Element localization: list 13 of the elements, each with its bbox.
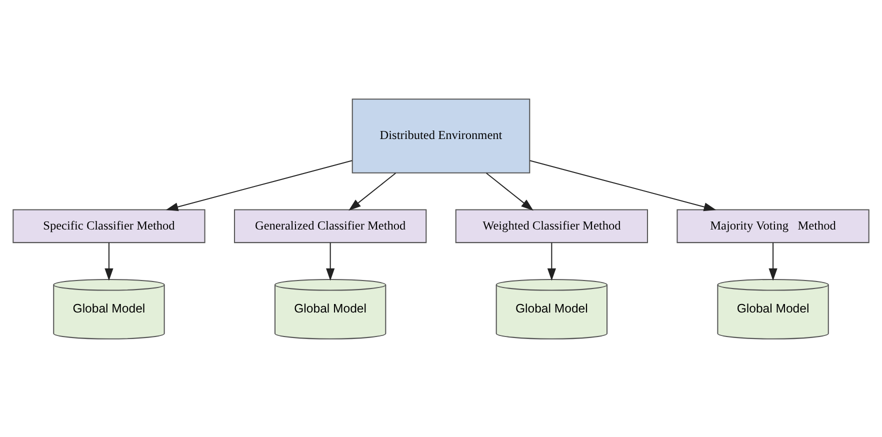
arrow [348, 172, 396, 210]
arrow [547, 242, 556, 280]
arrow [486, 172, 534, 210]
node-box: Generalized Classifier Method [234, 208, 427, 243]
arrow [768, 242, 778, 280]
node-box: Weighted Classifier Method [455, 208, 648, 243]
node-box: Majority Voting Method [676, 208, 870, 243]
arrow [104, 242, 114, 280]
arrow [166, 160, 352, 211]
node-box: Distributed Environment [352, 98, 530, 173]
arrow [326, 242, 335, 280]
arrow [530, 160, 716, 211]
node-box: Specific Classifier Method [12, 208, 206, 243]
